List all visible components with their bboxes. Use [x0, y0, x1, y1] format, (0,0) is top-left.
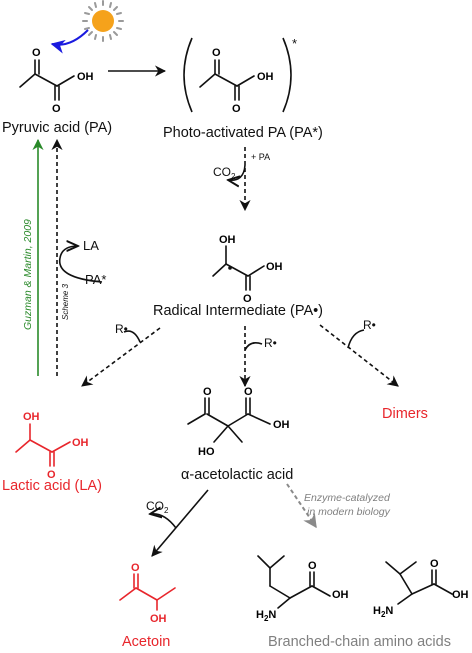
photo-activated-structure: * O OH O [183, 36, 297, 115]
atom-oh: OH [257, 71, 274, 83]
atom-oh: OH [77, 71, 94, 83]
atom-o: O [52, 103, 61, 115]
lactic-acid-label: Lactic acid (LA) [2, 478, 102, 494]
atom-ho: HO [198, 446, 215, 458]
atom-oh: OH [72, 437, 89, 449]
co2-top: CO2 [213, 165, 236, 181]
dimers-label: Dimers [382, 406, 428, 422]
to-lactic-arrow [81, 327, 161, 387]
r-dot-right: R• [363, 318, 376, 332]
r-dot-mid: R• [264, 336, 277, 350]
r-dot-left: R• [115, 322, 128, 336]
atom-oh: OH [219, 234, 236, 246]
acetoin-label: Acetoin [122, 634, 170, 650]
atom-oh: OH [266, 261, 283, 273]
atom-o: O [47, 469, 56, 481]
to-dimers-arrow [319, 324, 399, 387]
atom-oh: OH [23, 411, 40, 423]
excited-star: * [292, 36, 297, 51]
atom-h2n: H2N [256, 609, 276, 623]
enzyme-line2: in modern biology [307, 506, 391, 518]
acetolactic-acid-label: α-acetolactic acid [181, 467, 293, 483]
plus-pa-label: + PA [251, 152, 270, 162]
valine-structure: O OH H2N [373, 558, 469, 619]
enzyme-line1: Enzyme-catalyzed [304, 492, 391, 504]
la-product-label: LA [83, 238, 99, 253]
atom-oh: OH [273, 419, 290, 431]
atom-oh: OH [332, 589, 349, 601]
atom-o: O [244, 386, 253, 398]
acetolactic-acid-structure: O O OH HO [187, 386, 290, 458]
acetoin-structure: O OH [119, 562, 176, 625]
pyruvic-acid-structure: O OH O [19, 47, 94, 115]
guzman-citation: Guzman & Martin, 2009 [22, 219, 34, 330]
r-right-curve [347, 329, 365, 349]
enzyme-dashed-arrow [286, 483, 317, 529]
r-left-curve [123, 330, 141, 343]
atom-o: O [203, 386, 212, 398]
to-acetoin-arrow [151, 489, 209, 557]
atom-oh: OH [150, 613, 167, 625]
pyruvic-acid-label: Pyruvic acid (PA) [2, 120, 112, 136]
radical-structure: OH OH O [212, 234, 283, 305]
light-arrow-icon [50, 29, 89, 54]
radical-intermediate-label: Radical Intermediate (PA•) [153, 303, 323, 319]
atom-oh: OH [452, 589, 469, 601]
atom-h2n: H2N [373, 605, 393, 619]
atom-o: O [32, 47, 41, 59]
co2-bottom: CO2 [146, 499, 169, 515]
r-mid-curve [244, 342, 263, 351]
leucine-structure: O OH H2N [256, 555, 349, 623]
sun-icon [82, 0, 124, 42]
co2-loss-curve [228, 164, 246, 180]
atom-o: O [430, 558, 439, 570]
pa-star-reagent-label: PA* [85, 272, 106, 287]
co2-release-curve [150, 514, 177, 529]
la-release-curve [58, 246, 103, 283]
lactic-acid-structure: OH OH O [15, 411, 89, 481]
scheme3-label: Scheme 3 [61, 283, 70, 320]
atom-o: O [232, 103, 241, 115]
atom-o: O [212, 47, 221, 59]
atom-o: O [308, 560, 317, 572]
photo-activated-label: Photo-activated PA (PA*) [163, 125, 323, 141]
branched-chain-label: Branched-chain amino acids [268, 634, 451, 650]
atom-o: O [131, 562, 140, 574]
atom-o: O [243, 293, 252, 305]
